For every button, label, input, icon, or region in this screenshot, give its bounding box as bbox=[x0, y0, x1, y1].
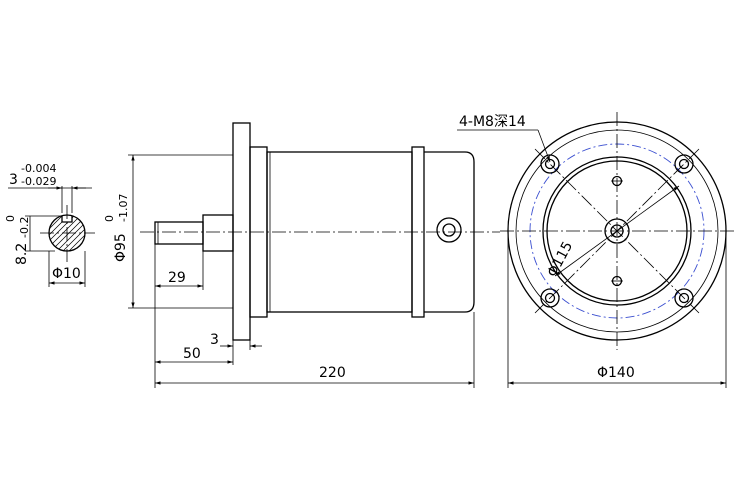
shaft-diameter-label: Φ10 bbox=[52, 266, 81, 282]
flange-thickness-label: 3 bbox=[210, 332, 219, 348]
shaft-shoulder bbox=[202, 214, 234, 252]
mounting-hole bbox=[674, 288, 694, 308]
overall-length-label: 220 bbox=[319, 365, 346, 381]
mounting-hole bbox=[674, 154, 694, 174]
key-depth-upper-tol: 0 bbox=[4, 215, 17, 222]
key-depth-value: 8.2 bbox=[14, 243, 30, 265]
shaft-extension-label: 29 bbox=[168, 270, 186, 286]
flange-diameter-label: Φ140 bbox=[597, 365, 635, 381]
motor-end-view: Φ115 4-M8深14 Φ140 bbox=[457, 112, 735, 388]
motor-side-view: Φ95 -1.07 0 29 3 50 220 bbox=[103, 122, 500, 388]
pilot-diameter-label: Φ95 bbox=[113, 233, 129, 262]
output-shaft bbox=[154, 221, 204, 245]
key-width-value: 3 bbox=[9, 172, 18, 188]
key-depth-lower-tol: -0.2 bbox=[18, 217, 31, 238]
key-width-upper-tol: -0.004 bbox=[21, 162, 56, 175]
mounting-holes-label: 4-M8深14 bbox=[459, 114, 526, 130]
pilot-diameter-upper-tol: 0 bbox=[103, 215, 116, 222]
mounting-hole bbox=[540, 154, 560, 174]
pilot-diameter-lower-tol: -1.07 bbox=[117, 194, 130, 222]
shaft-length-label: 50 bbox=[183, 346, 201, 362]
shaft-cross-section: 3 -0.004 -0.029 8.2 -0.2 0 Φ10 bbox=[4, 162, 95, 287]
mounting-flange bbox=[232, 122, 251, 341]
key-width-lower-tol: -0.029 bbox=[21, 175, 56, 188]
mounting-hole bbox=[540, 288, 560, 308]
terminal-screw bbox=[436, 217, 462, 243]
